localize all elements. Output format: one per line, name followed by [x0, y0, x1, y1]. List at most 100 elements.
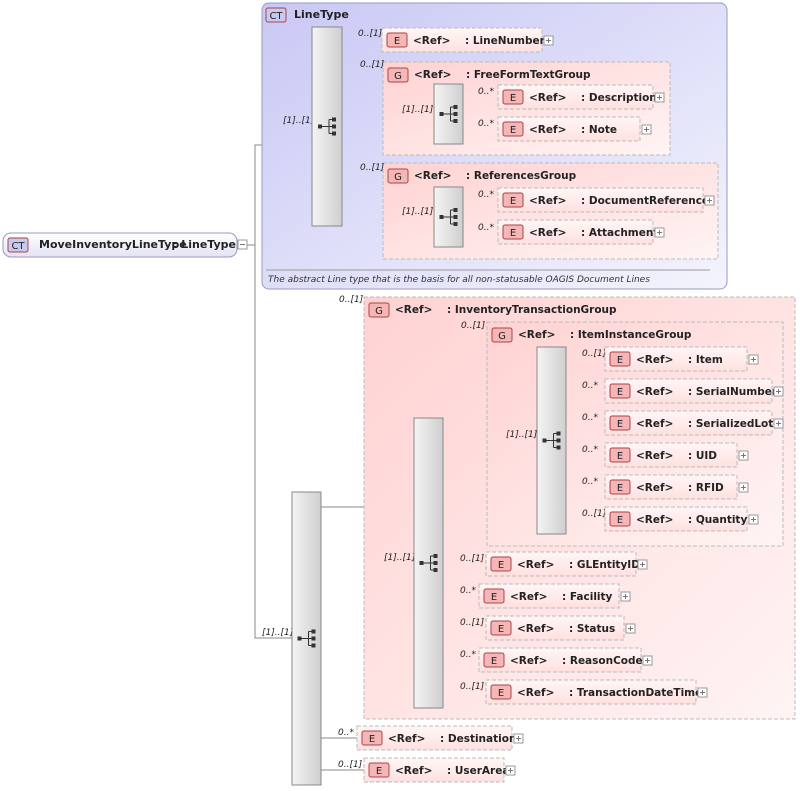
- root-element[interactable]: MoveInventoryLineType: LineType: [2, 232, 238, 258]
- cardinality-label: 0..[1]: [360, 60, 385, 70]
- badge-letter: E: [510, 125, 516, 136]
- expand-icon[interactable]: [738, 482, 749, 493]
- cardinality-label: 0..[1]: [338, 760, 363, 770]
- expand-icon[interactable]: [748, 354, 759, 365]
- type-badge: E: [609, 383, 631, 399]
- element-node[interactable]: <Ref>: ReasonCode: [478, 647, 643, 673]
- cardinality-label: 0..[1]: [460, 682, 485, 692]
- cardinality-label: 0..*: [478, 119, 494, 129]
- type-badge: G: [368, 302, 390, 318]
- ref-label: <Ref>: [414, 170, 451, 182]
- expand-icon[interactable]: [654, 227, 665, 238]
- cardinality-label: [1]..[1]: [384, 553, 416, 563]
- group-name: : InventoryTransactionGroup: [447, 304, 617, 316]
- element-node[interactable]: <Ref>: LineNumber: [381, 27, 546, 53]
- element-node[interactable]: <Ref>: SerialNumber: [604, 378, 778, 404]
- sequence-compositor[interactable]: [311, 26, 343, 227]
- badge-letter: E: [617, 483, 623, 494]
- root-type: : LineType: [173, 238, 236, 251]
- expand-icon[interactable]: [637, 559, 648, 570]
- type-badge: E: [368, 762, 390, 778]
- expand-icon[interactable]: [748, 514, 759, 525]
- element-node[interactable]: <Ref>: SerializedLot: [604, 410, 773, 436]
- ref-label: <Ref>: [510, 655, 547, 667]
- badge-letter: E: [617, 515, 623, 526]
- ref-label: <Ref>: [395, 304, 432, 316]
- element-node[interactable]: <Ref>: Description: [497, 84, 657, 110]
- element-name: : Status: [569, 623, 615, 635]
- element-name: : UserArea: [447, 765, 509, 777]
- type-badge: CT: [7, 237, 29, 253]
- element-node[interactable]: <Ref> : UID: [604, 442, 738, 468]
- badge-letter: E: [617, 451, 623, 462]
- badge-letter: G: [375, 306, 383, 317]
- badge-letter: G: [394, 71, 402, 82]
- badge-letter: CT: [11, 241, 25, 252]
- sequence-icon: [419, 554, 438, 572]
- sequence-icon: [318, 117, 336, 136]
- cardinality-label: 0..*: [338, 728, 354, 738]
- ref-label: <Ref>: [414, 69, 451, 81]
- cardinality-label: 0..[1]: [461, 321, 486, 331]
- cardinality-label: [1]..[1]: [402, 105, 434, 115]
- type-badge: E: [609, 511, 631, 527]
- badge-letter: E: [617, 355, 623, 366]
- element-name: : Description: [581, 92, 657, 104]
- element-node[interactable]: <Ref>: Destination: [356, 725, 516, 751]
- element-node[interactable]: <Ref>: Status: [485, 615, 625, 641]
- badge-letter: G: [498, 331, 506, 342]
- ref-label: <Ref>: [636, 386, 673, 398]
- cardinality-label: 0..*: [582, 445, 598, 455]
- badge-letter: G: [394, 172, 402, 183]
- badge-letter: E: [498, 624, 504, 635]
- element-name: : TransactionDateTime: [569, 687, 702, 699]
- element-name: : DocumentReference: [581, 195, 709, 207]
- sequence-compositor[interactable]: [291, 491, 322, 786]
- ref-label: <Ref>: [636, 450, 673, 462]
- element-node[interactable]: <Ref>: Note: [497, 116, 641, 142]
- expand-icon[interactable]: [543, 35, 554, 46]
- expand-icon[interactable]: [620, 591, 631, 602]
- expand-icon[interactable]: [641, 124, 652, 135]
- connector-line: [247, 144, 262, 246]
- badge-letter: E: [376, 766, 382, 777]
- collapse-icon[interactable]: [237, 239, 248, 250]
- sequence-compositor[interactable]: [536, 346, 567, 535]
- cardinality-label: 0..[1]: [582, 509, 607, 519]
- badge-letter: E: [510, 93, 516, 104]
- cardinality-label: 0..*: [582, 413, 598, 423]
- badge-letter: E: [498, 560, 504, 571]
- sequence-compositor[interactable]: [433, 186, 464, 248]
- type-badge: E: [502, 224, 524, 240]
- element-node[interactable]: <Ref>: TransactionDateTime: [485, 679, 702, 705]
- expand-icon[interactable]: [697, 687, 708, 698]
- expand-icon[interactable]: [773, 386, 784, 397]
- badge-letter: E: [510, 196, 516, 207]
- cardinality-label: 0..[1]: [358, 29, 383, 39]
- type-badge: G: [387, 168, 409, 184]
- expand-icon[interactable]: [773, 418, 784, 429]
- element-node[interactable]: <Ref>: DocumentReference: [497, 187, 709, 213]
- badge-letter: E: [491, 592, 497, 603]
- expand-icon[interactable]: [625, 623, 636, 634]
- badge-letter: E: [498, 688, 504, 699]
- expand-icon[interactable]: [654, 92, 665, 103]
- expand-icon[interactable]: [704, 195, 715, 206]
- badge-letter: E: [491, 656, 497, 667]
- type-badge: E: [609, 447, 631, 463]
- element-name: : Item: [688, 354, 723, 366]
- expand-icon[interactable]: [505, 765, 516, 776]
- element-name: : Quantity: [688, 514, 747, 526]
- ref-label: <Ref>: [636, 354, 673, 366]
- cardinality-label: 0..[1]: [582, 349, 607, 359]
- type-badge: E: [609, 479, 631, 495]
- element-node[interactable]: <Ref>: Attachment: [497, 219, 658, 245]
- expand-icon[interactable]: [513, 733, 524, 744]
- sequence-compositor[interactable]: [433, 83, 464, 145]
- sequence-compositor[interactable]: [413, 417, 444, 709]
- element-name: : UID: [688, 450, 717, 462]
- type-badge: E: [361, 730, 383, 746]
- expand-icon[interactable]: [642, 655, 653, 666]
- group-name: : ItemInstanceGroup: [570, 329, 692, 341]
- expand-icon[interactable]: [738, 450, 749, 461]
